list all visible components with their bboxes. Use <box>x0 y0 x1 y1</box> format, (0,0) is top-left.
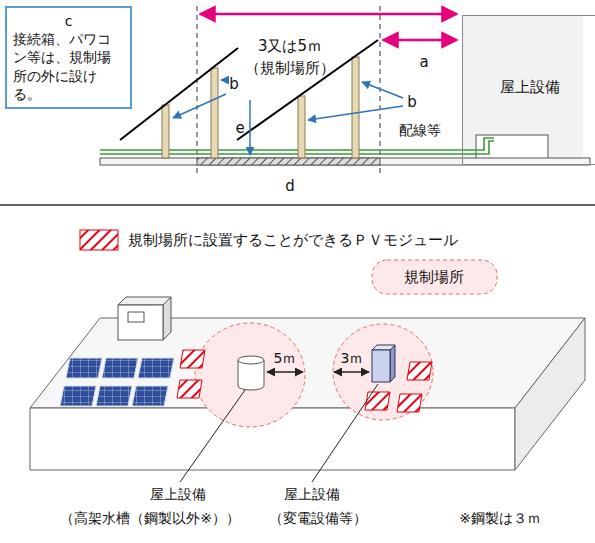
dimension-label: 5ｍ <box>274 350 297 367</box>
substation <box>390 345 395 382</box>
leader-arrow <box>362 82 403 98</box>
pv-modules <box>60 358 174 406</box>
equipment-label: （高架水槽（鋼製以外※）） <box>60 510 240 527</box>
wiring-label: 配線等 <box>399 122 441 139</box>
roof-side <box>515 318 585 470</box>
legend-swatch <box>372 260 497 294</box>
dimension-arrow <box>334 371 369 373</box>
regulated-zone <box>195 323 305 427</box>
roof-slab <box>100 158 590 165</box>
regulated-zone-slab <box>197 158 380 165</box>
support-post <box>298 96 305 158</box>
pv-array <box>237 40 378 140</box>
rooftop-hut <box>128 312 144 322</box>
equipment-box <box>476 135 548 161</box>
leader-arrow <box>308 106 403 120</box>
pv-array <box>120 48 238 140</box>
leader-line <box>312 384 378 482</box>
dimension-arrow <box>267 371 303 373</box>
dimension-label: 3ｍ <box>341 350 364 367</box>
legend-swatch <box>80 230 118 250</box>
roof-top <box>30 318 585 408</box>
leader-arrow <box>173 94 226 118</box>
equipment-label: 屋上設備 <box>150 486 206 503</box>
callout-letter: a <box>419 53 428 71</box>
dashed-boundary <box>380 6 381 174</box>
callout-letter: b <box>229 75 239 93</box>
callout-letter: e <box>235 119 244 137</box>
dimension-label: 3又は5ｍ <box>258 37 322 55</box>
legend-text: 規制場所 <box>404 268 464 286</box>
note-box: c接続箱、パワコン等は、規制場所の外に設ける。 <box>5 6 132 109</box>
equipment-box: 屋上設備 <box>462 15 595 165</box>
note-text: ※鋼製は３ｍ <box>459 510 541 527</box>
equipment-label: （変電設備等） <box>269 510 367 527</box>
callout-letter: b <box>407 93 417 111</box>
allowed-pv-modules <box>177 350 432 412</box>
wiring <box>100 138 494 154</box>
rooftop-hut <box>118 297 171 305</box>
rooftop-hut <box>163 297 171 340</box>
support-post <box>211 68 218 158</box>
substation <box>372 350 390 382</box>
leader-line <box>180 390 245 482</box>
regulated-zone <box>333 324 433 420</box>
callout-letter: d <box>285 177 295 195</box>
dimension-label: （規制場所） <box>245 59 335 77</box>
building-label: 屋上設備 <box>463 78 595 98</box>
support-post <box>162 105 169 158</box>
note-text: 接続箱、パワコン等は、規制場所の外に設ける。 <box>13 30 124 103</box>
callout-letter: c <box>13 12 124 30</box>
leader-arrow <box>221 79 227 81</box>
panel-separator <box>0 204 595 206</box>
leader-arrow <box>249 100 251 155</box>
legend-text: 規制場所に設置することができるＰＶモジュール <box>128 231 458 249</box>
dashed-boundary <box>197 6 198 174</box>
water-tank <box>238 356 264 364</box>
equipment-label: 屋上設備 <box>284 486 340 503</box>
dimension-arrow <box>383 39 457 42</box>
rooftop-hut <box>118 305 163 340</box>
support-post <box>352 57 359 158</box>
dimension-arrow <box>200 13 457 16</box>
